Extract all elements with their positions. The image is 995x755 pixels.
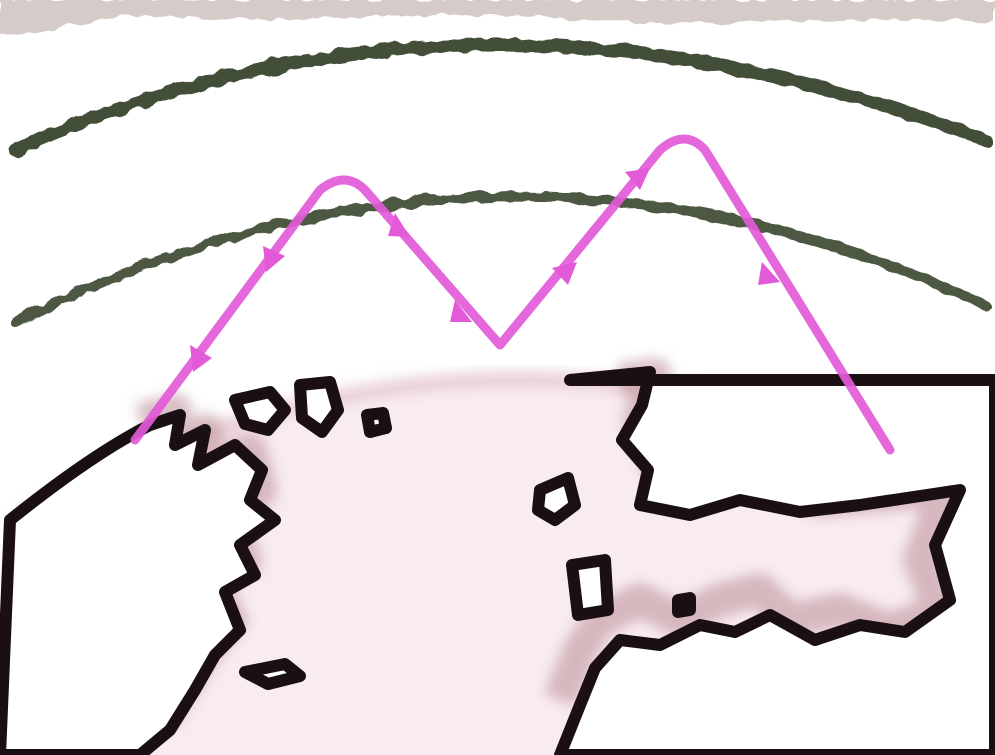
- mediterranean-island: [672, 592, 696, 618]
- skywave-signal-path: [130, 134, 895, 455]
- landmass-europe: [554, 366, 995, 755]
- arrowhead-icon: [190, 345, 212, 372]
- ionosphere-band-outer: [8, 38, 992, 157]
- british-isles: [532, 472, 581, 526]
- arrowhead-icon: [552, 262, 577, 285]
- greenland: [229, 386, 291, 436]
- ionosphere-band-inner: [10, 191, 990, 327]
- paper-edge: [0, 0, 995, 35]
- iberia: [566, 554, 614, 621]
- arrowhead-icon: [758, 262, 780, 285]
- arrowhead-icon: [263, 246, 285, 272]
- arrowhead-icon: [388, 213, 410, 237]
- iceland: [361, 407, 392, 438]
- signal-arrowheads: [190, 168, 780, 372]
- caribbean-islands: [239, 658, 306, 690]
- arrowhead-icon: [625, 168, 650, 190]
- arrowhead-icon: [450, 300, 472, 322]
- arctic-island: [294, 376, 344, 438]
- landmass-north-america: [0, 409, 281, 755]
